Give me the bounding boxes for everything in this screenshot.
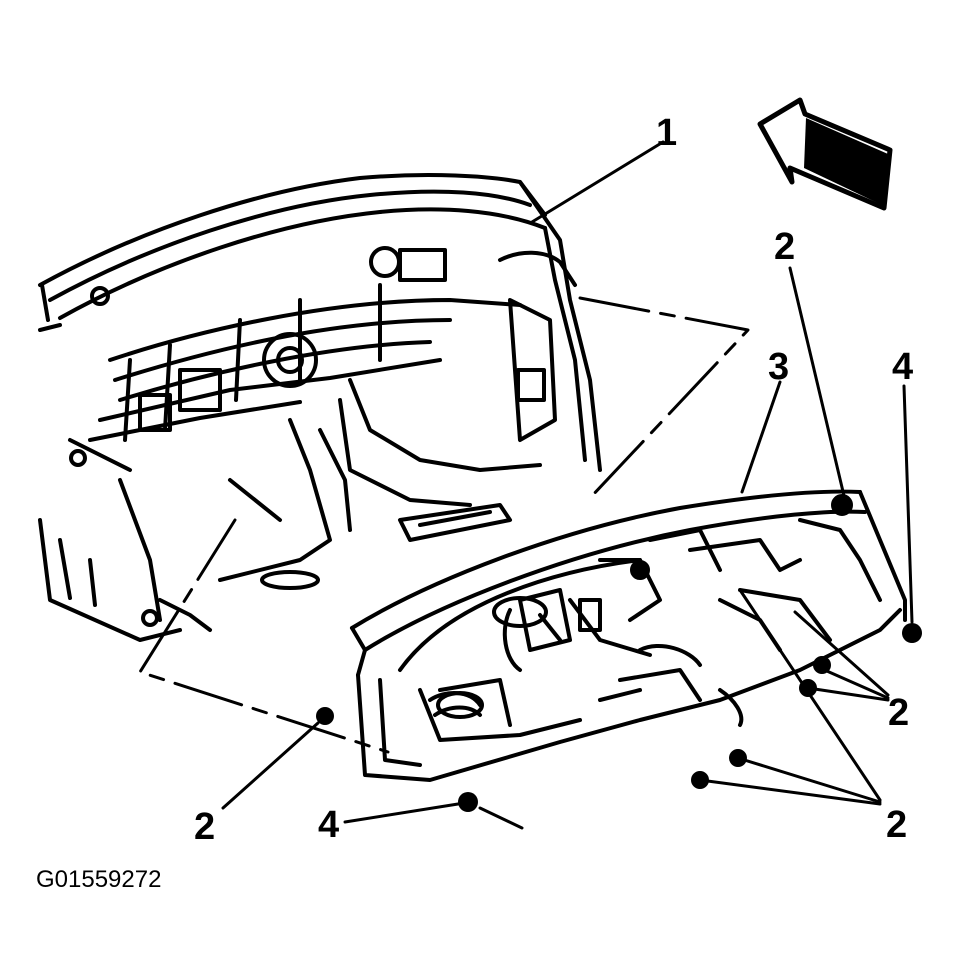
figure-id: G01559272 bbox=[36, 866, 162, 893]
bolt-left bbox=[316, 707, 334, 725]
callout-leaders bbox=[221, 140, 914, 824]
fasteners bbox=[316, 623, 922, 830]
callout-2-bottom-right: 2 bbox=[886, 804, 908, 846]
callout-4-bottom: 4 bbox=[318, 804, 340, 846]
forward-direction-arrow bbox=[757, 97, 893, 211]
callout-3: 3 bbox=[768, 346, 790, 388]
callout-2-mid-right: 2 bbox=[888, 692, 910, 734]
callout-1: 1 bbox=[656, 112, 678, 154]
callout-2-left: 2 bbox=[194, 806, 216, 848]
instrument-panel-assembly bbox=[350, 489, 907, 789]
nut-right bbox=[902, 623, 922, 643]
nut-bottom bbox=[458, 792, 478, 812]
callout-2-top: 2 bbox=[774, 226, 796, 268]
removed-panel-boundary bbox=[138, 296, 750, 754]
vehicle-cowl-area bbox=[38, 173, 602, 642]
callout-4-right: 4 bbox=[892, 346, 914, 388]
